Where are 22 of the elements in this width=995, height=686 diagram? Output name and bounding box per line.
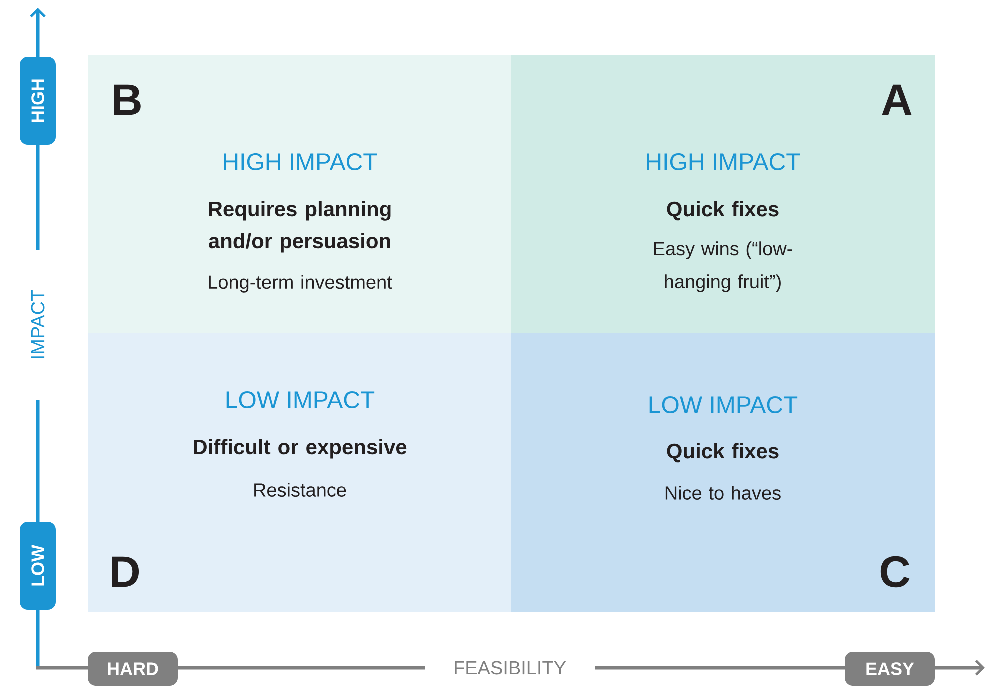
quadrant-letter: C bbox=[880, 556, 910, 588]
quadrant-title: Requires planning and/or persuasion bbox=[209, 201, 391, 253]
axis-pill: LOW bbox=[20, 522, 56, 610]
quadrant-letter: A bbox=[882, 84, 912, 116]
axis-pill: HIGH bbox=[20, 57, 56, 145]
quadrant-title: Quick fixes bbox=[667, 201, 779, 221]
axis-label: IMPACT bbox=[31, 290, 45, 358]
quadrant-description: Long-term investment bbox=[209, 275, 392, 293]
quadrant-heading: LOW IMPACT bbox=[650, 396, 798, 414]
axis-label: FEASIBILITY bbox=[455, 661, 566, 675]
quadrant-description: Nice to haves bbox=[666, 486, 781, 500]
axis-pill: EASY bbox=[845, 652, 935, 686]
quadrant-title: Quick fixes bbox=[667, 443, 779, 463]
quadrant-description: Resistance bbox=[254, 483, 346, 497]
quadrant-letter: D bbox=[112, 556, 140, 588]
quadrant-heading: LOW IMPACT bbox=[226, 392, 375, 408]
quadrant-title: Difficult or expensive bbox=[194, 439, 407, 459]
quadrant-heading: HIGH IMPACT bbox=[647, 154, 800, 170]
quadrant-heading: HIGH IMPACT bbox=[224, 154, 378, 170]
quadrant-letter: B bbox=[114, 84, 141, 116]
quadrant-description: Easy wins (“low-hanging fruit”) bbox=[654, 242, 792, 292]
axis-pill: HARD bbox=[88, 652, 178, 686]
